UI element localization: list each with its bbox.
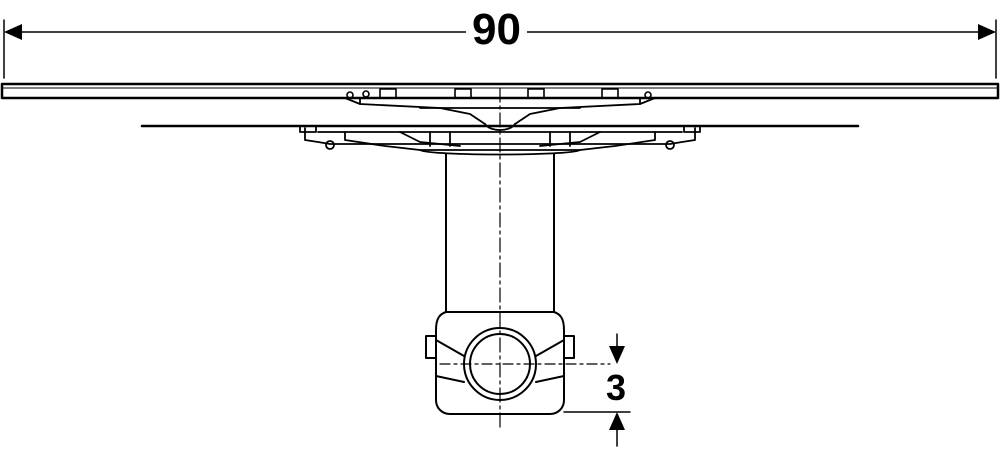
drain-pipe xyxy=(445,153,555,313)
height-dimension-line xyxy=(563,333,631,447)
mounting-clips xyxy=(346,88,652,99)
height-dimension-label: 3 xyxy=(604,367,629,408)
arrow-down-icon xyxy=(609,346,625,364)
width-dimension-label: 90 xyxy=(466,8,527,52)
arrow-right-icon xyxy=(978,24,996,40)
trap-body xyxy=(425,311,575,415)
center-line xyxy=(439,87,611,431)
arrow-up-icon xyxy=(609,412,625,430)
arrow-left-icon xyxy=(4,24,22,40)
